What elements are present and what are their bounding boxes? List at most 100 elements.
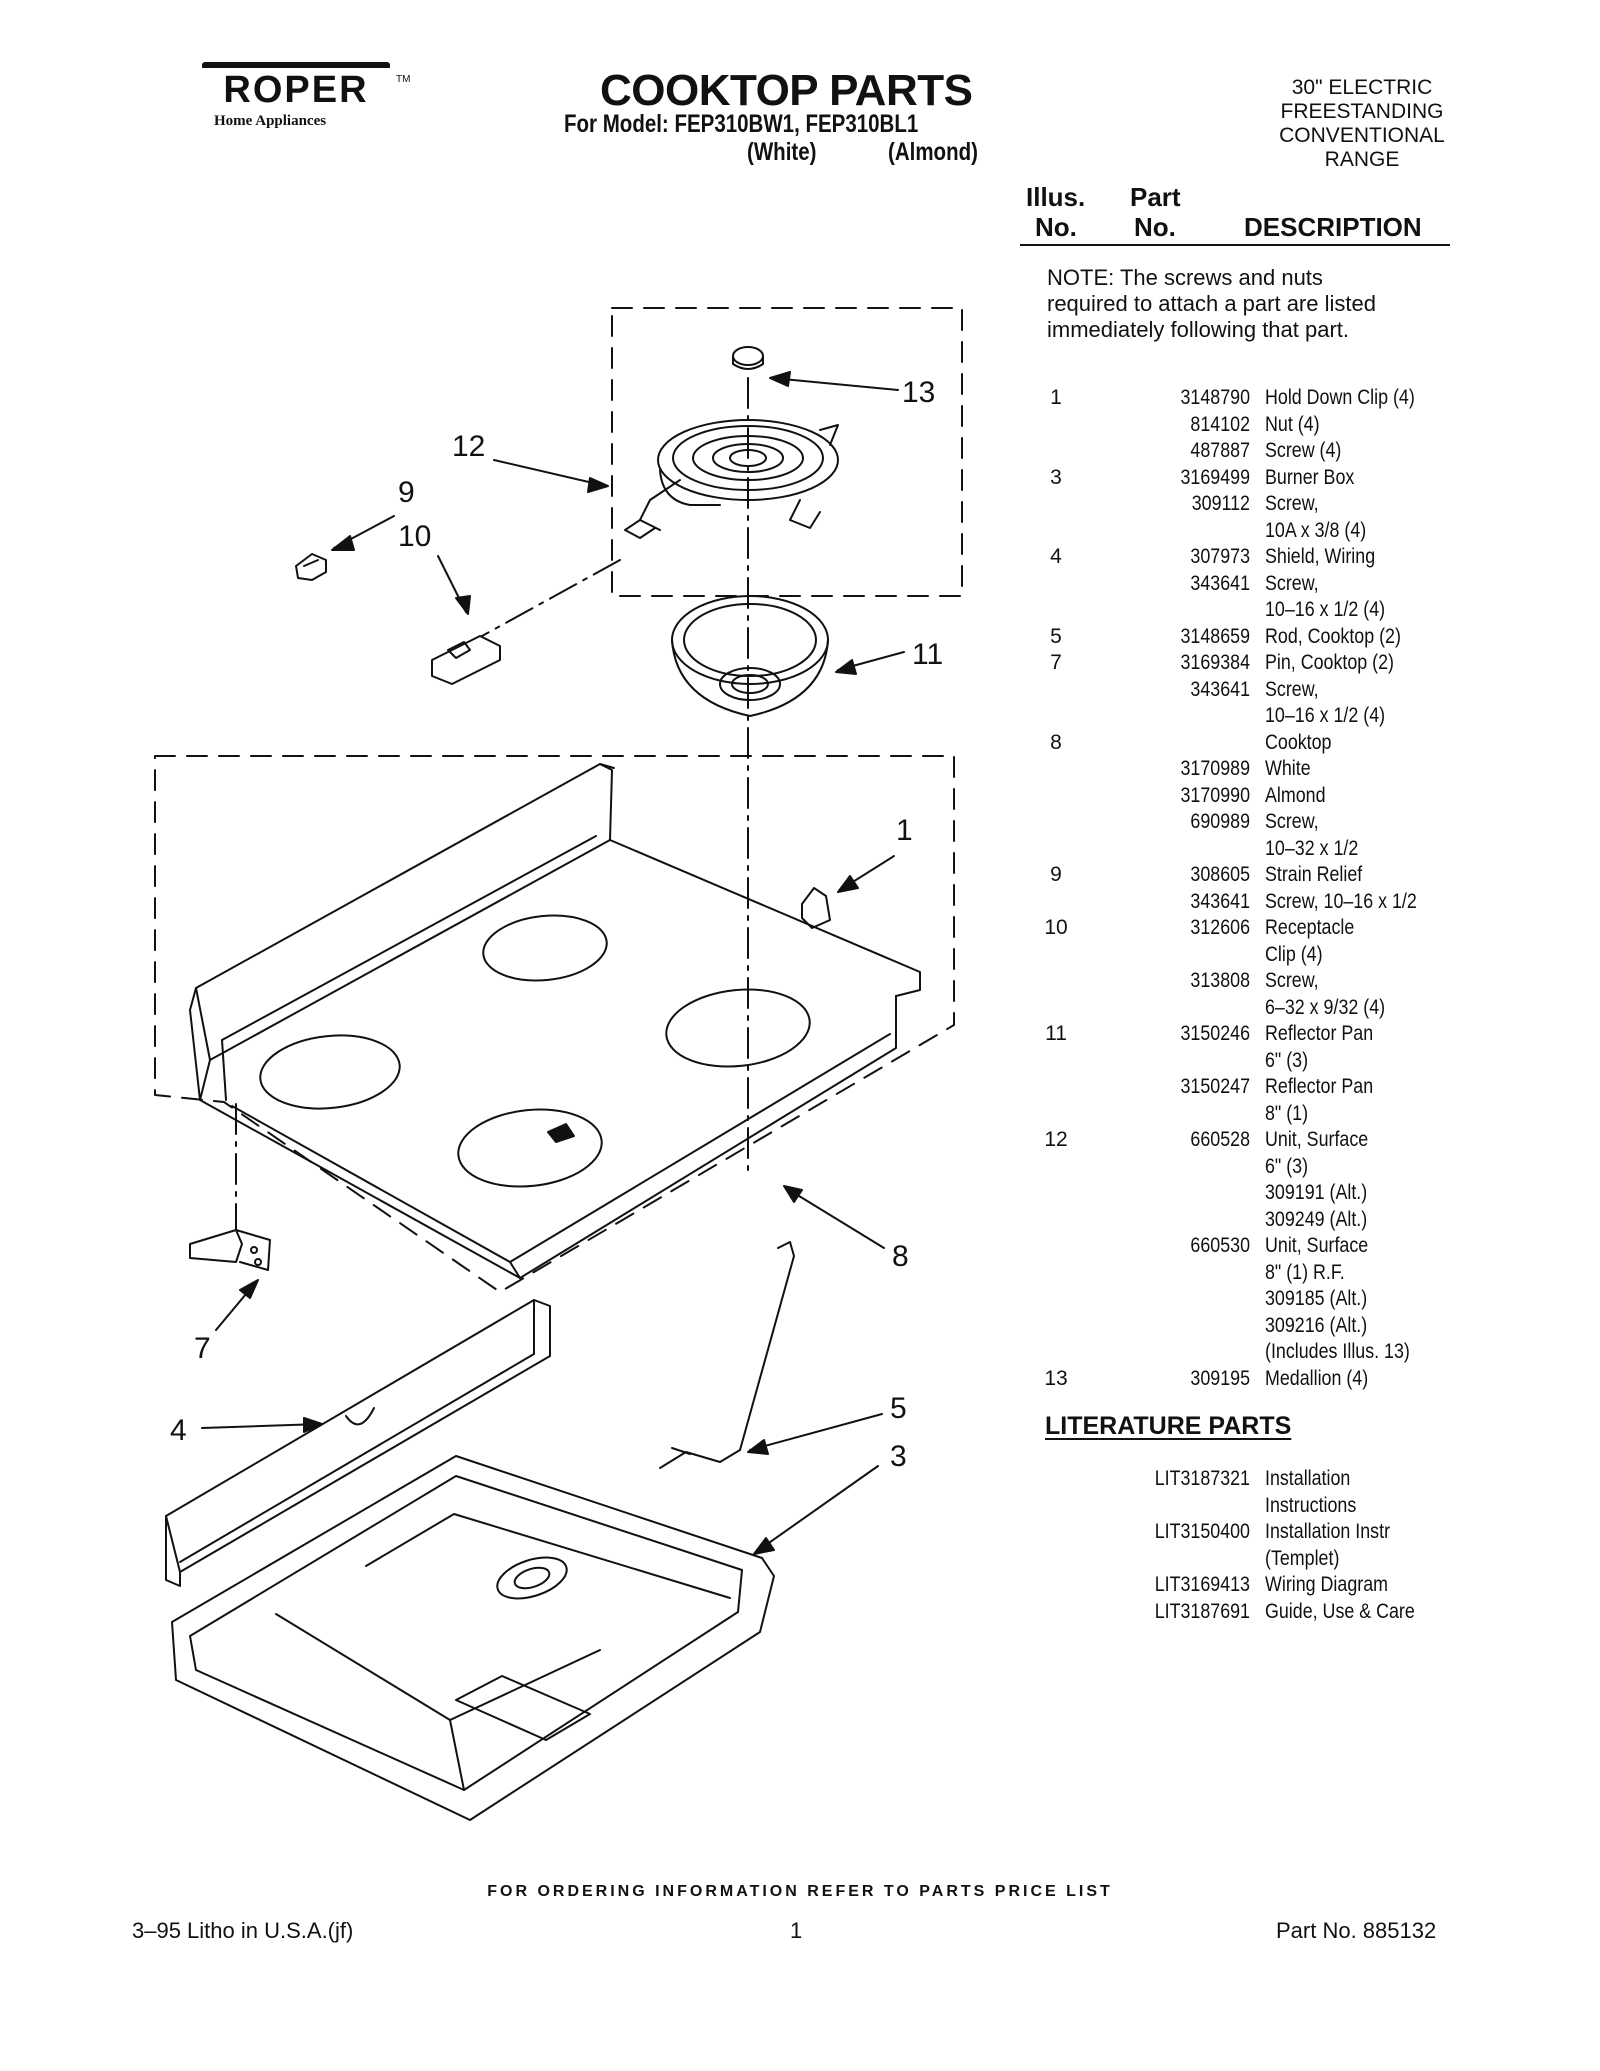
literature-description: Installation — [1265, 1467, 1351, 1490]
part-number: 343641 — [1190, 677, 1250, 701]
color-white: (White) — [747, 138, 817, 166]
literature-part-number: LIT3187691 — [1154, 1599, 1250, 1623]
literature-title: LITERATURE PARTS — [1045, 1412, 1292, 1440]
part-description: Medallion (4) — [1265, 1366, 1369, 1390]
literature-row: (Templet) — [1020, 1546, 1480, 1573]
reflector-pan-part — [671, 595, 829, 717]
col-part-header-1: Part — [1130, 182, 1181, 212]
parts-row: 10–16 x 1/2 (4) — [1020, 703, 1480, 730]
literature-part-number: LIT3169413 — [1154, 1573, 1250, 1596]
burner-box-part — [171, 1455, 775, 1821]
part-description: Clip (4) — [1265, 942, 1323, 966]
cooktop-pin-part — [189, 1229, 271, 1271]
page-title: COOKTOP PARTS — [600, 66, 973, 115]
callout-5: 5 — [890, 1392, 907, 1425]
illus-number: 7 — [1050, 651, 1062, 674]
part-number: 660530 — [1190, 1234, 1250, 1257]
part-description: Hold Down Clip (4) — [1265, 386, 1415, 409]
part-description: 10–32 x 1/2 — [1265, 836, 1359, 860]
col-illus-header-1: Illus. — [1026, 182, 1086, 212]
callout-1: 1 — [896, 814, 913, 847]
callout-11: 11 — [912, 638, 943, 671]
part-number: 309112 — [1191, 492, 1250, 515]
parts-row: 309249 (Alt.) — [1020, 1207, 1480, 1234]
part-description: Pin, Cooktop (2) — [1265, 651, 1394, 674]
hold-down-clip-part — [801, 887, 831, 929]
callout-3: 3 — [890, 1440, 907, 1473]
illus-number: 5 — [1050, 624, 1062, 648]
parts-row: 10–32 x 1/2 — [1020, 836, 1480, 863]
logo-bar — [202, 62, 390, 68]
part-number: 660528 — [1190, 1128, 1250, 1151]
cooktop-part — [189, 763, 921, 1279]
range-type: 30" ELECTRIC FREESTANDING CONVENTIONAL R… — [1252, 76, 1472, 172]
part-description: (Includes Illus. 13) — [1265, 1340, 1410, 1363]
parts-row: 6" (3) — [1020, 1048, 1480, 1075]
illus-number: 12 — [1044, 1128, 1068, 1151]
wire-center-line — [481, 559, 621, 637]
medallion-part — [732, 346, 764, 370]
part-description: Screw, — [1265, 492, 1319, 515]
col-part-header-2: No. — [1134, 212, 1176, 242]
part-description: Screw, 10–16 x 1/2 — [1265, 889, 1417, 913]
part-description: Screw, — [1265, 810, 1319, 833]
part-description: 10A x 3/8 (4) — [1265, 518, 1367, 542]
col-description-header: DESCRIPTION — [1244, 212, 1422, 242]
parts-row: Clip (4) — [1020, 942, 1480, 969]
part-number: 3169384 — [1180, 651, 1250, 674]
logo-tagline: Home Appliances — [214, 113, 327, 129]
parts-row: 11 3150246 Reflector Pan — [1020, 1021, 1480, 1048]
part-number: 3170989 — [1180, 757, 1250, 780]
parts-row: 6" (3) — [1020, 1154, 1480, 1181]
parts-row: 8" (1) — [1020, 1101, 1480, 1128]
part-number: 3150246 — [1180, 1022, 1250, 1045]
part-number: 3170990 — [1180, 783, 1250, 807]
exploded-diagram: 13 12 9 10 11 1 8 7 4 5 3 — [154, 307, 963, 1821]
parts-row: 10–16 x 1/2 (4) — [1020, 597, 1480, 624]
illus-number: 1 — [1050, 386, 1062, 409]
part-number: 313808 — [1190, 969, 1250, 992]
illus-number: 3 — [1050, 465, 1062, 489]
part-description: 8" (1) R.F. — [1265, 1260, 1345, 1284]
part-description: Burner Box — [1265, 465, 1355, 489]
header-rule — [1020, 244, 1450, 246]
parts-row: 309112 Screw, — [1020, 491, 1480, 518]
part-number: 3148790 — [1180, 386, 1250, 409]
strain-relief-part — [295, 553, 327, 581]
parts-row: 12 660528 Unit, Surface — [1020, 1127, 1480, 1154]
parts-row: 6–32 x 9/32 (4) — [1020, 995, 1480, 1022]
model-line: For Model: FEP310BW1, FEP310BL1 — [564, 110, 919, 138]
part-description: Unit, Surface — [1265, 1128, 1369, 1151]
part-number: 307973 — [1190, 545, 1250, 568]
roper-logo: ROPER TM Home Appliances — [198, 62, 410, 130]
literature-description: (Templet) — [1265, 1546, 1340, 1570]
part-description: 6" (3) — [1265, 1048, 1309, 1072]
parts-row: 8" (1) R.F. — [1020, 1260, 1480, 1287]
parts-row: 1 3148790 Hold Down Clip (4) — [1020, 385, 1480, 412]
literature-part-number: LIT3187321 — [1154, 1467, 1250, 1490]
illus-number: 11 — [1045, 1022, 1067, 1045]
part-description: Reflector Pan — [1265, 1022, 1374, 1045]
logo-trademark: TM — [396, 74, 411, 85]
part-description: Nut (4) — [1265, 412, 1320, 436]
part-number: 3150247 — [1180, 1075, 1250, 1098]
ordering-info: FOR ORDERING INFORMATION REFER TO PARTS … — [487, 1883, 1113, 1900]
callout-7: 7 — [194, 1332, 211, 1365]
range-type-line: RANGE — [1324, 148, 1400, 171]
col-illus-header-2: No. — [1035, 212, 1077, 242]
literature-description: Guide, Use & Care — [1265, 1599, 1415, 1623]
part-number: 343641 — [1190, 571, 1250, 595]
